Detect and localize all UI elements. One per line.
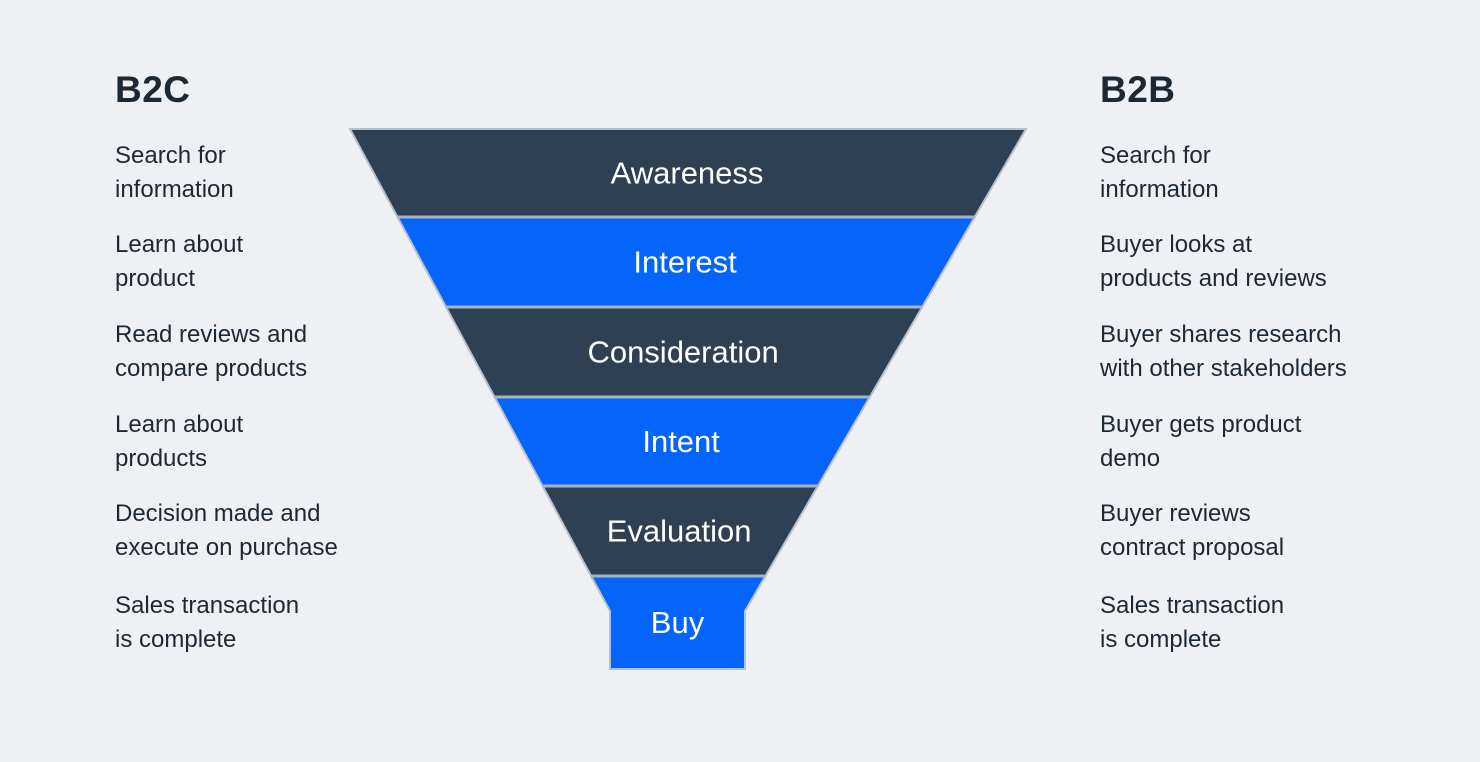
b2b-item-6: Sales transaction is complete [1100, 589, 1284, 657]
funnel-stage-buy [590, 576, 766, 669]
funnel-stage-consideration [445, 307, 923, 397]
funnel-stage-label-consideration: Consideration [587, 335, 778, 370]
b2c-item-line: execute on purchase [115, 534, 338, 561]
b2b-item-line: information [1100, 176, 1219, 203]
funnel-stage-interest [397, 217, 975, 307]
b2b-item-line: with other stakeholders [1100, 355, 1347, 382]
b2c-item-line: is complete [115, 625, 237, 653]
funnel-outline [348, 128, 1028, 670]
b2b-item-line: contract proposal [1100, 534, 1285, 561]
b2b-item-line: Buyer shares research [1100, 321, 1342, 348]
funnel-stage-awareness [350, 129, 1026, 217]
funnel-stage-label-interest: Interest [633, 245, 737, 280]
b2b-item-line: Buyer looks at [1100, 231, 1253, 258]
b2b-title: B2B [1100, 69, 1176, 110]
funnel-stage-evaluation [542, 486, 818, 576]
b2c-item-6: Sales transaction is complete [115, 589, 299, 657]
b2c-item-line: Learn about [115, 231, 244, 258]
b2c-item-line: information [115, 176, 234, 203]
funnel-stage-label-intent: Intent [642, 424, 720, 459]
b2c-item-3: Read reviews and compare products [115, 318, 307, 386]
b2b-item-line: Buyer reviews [1100, 500, 1251, 527]
b2c-item-line: product [115, 265, 196, 292]
b2b-item-1: Search for information [1100, 139, 1219, 207]
b2c-item-line: Decision made and [115, 500, 321, 527]
b2b-item-2: Buyer looks at products and reviews [1100, 228, 1327, 296]
b2c-item-line: Read reviews and [115, 321, 308, 348]
b2b-item-line: demo [1100, 444, 1161, 472]
b2b-item-line: Search for [1100, 142, 1211, 169]
b2b-item-line: products and reviews [1100, 265, 1327, 292]
b2c-item-line: Search for [115, 142, 226, 169]
funnel-stage-label-evaluation: Evaluation [607, 514, 752, 549]
b2c-item-line: compare products [115, 355, 308, 382]
funnel-stage-label-buy: Buy [651, 605, 705, 640]
b2c-item-line: products [115, 444, 208, 472]
b2b-item-3: Buyer shares research with other stakehol… [1100, 318, 1347, 386]
b2b-item-line: Sales transaction [1100, 591, 1285, 619]
b2c-title: B2C [115, 69, 191, 110]
b2b-item-line: Buyer gets product [1100, 410, 1302, 438]
b2c-item-line: Sales transaction [115, 591, 300, 619]
b2b-item-4: Buyer gets product demo [1100, 408, 1301, 476]
b2c-item-4: Learn about products [115, 408, 243, 476]
b2b-item-line: is complete [1100, 625, 1222, 653]
funnel-stage-label-awareness: Awareness [611, 156, 764, 191]
b2b-item-5: Buyer reviews contract proposal [1100, 497, 1284, 565]
b2c-item-5: Decision made and execute on purchase [115, 497, 338, 565]
b2c-item-line: Learn about [115, 410, 244, 438]
funnel-stage-intent [494, 397, 870, 486]
b2c-item-2: Learn about product [115, 228, 243, 296]
b2c-item-1: Search for information [115, 139, 234, 207]
